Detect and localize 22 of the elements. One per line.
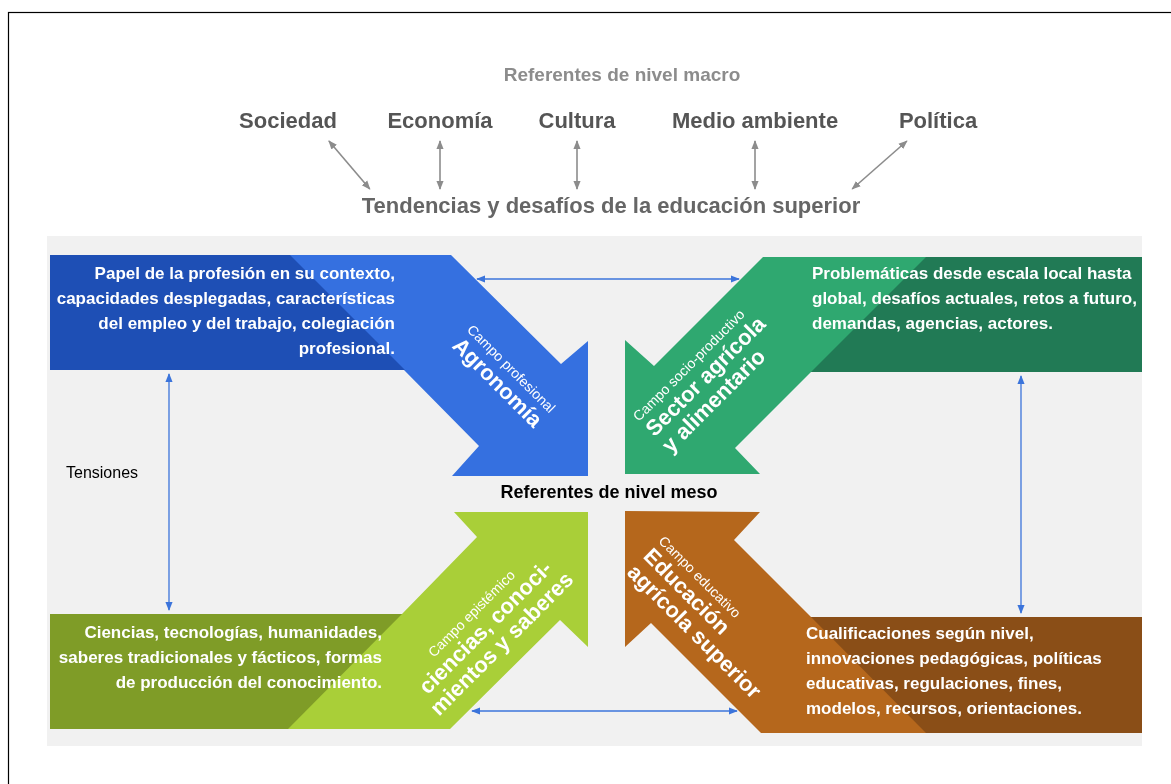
- double-arrow: [328, 140, 371, 190]
- macro-referent-label: Economía: [387, 108, 493, 134]
- macro-referent-label: Cultura: [538, 108, 616, 134]
- double-arrow: [1017, 375, 1025, 614]
- macro-referent-label: Política: [898, 108, 978, 134]
- section-title: Referentes de nivel macro: [503, 64, 741, 86]
- tension-label: Tensiones: [66, 464, 138, 482]
- description-text: Papel de la profesión en su contexto, capacidades desplegadas, características del empleo y del trabajo, colegiación profesional.: [55, 263, 395, 360]
- description-text: Cualificaciones según nivel, innovaciones pedagógicas, políticas educativas, regulaciones, fines, modelos, recursos, orientaciones.: [806, 623, 1103, 720]
- double-arrow: [573, 140, 581, 190]
- description-text: Ciencias, tecnologías, humanidades, saberes tradicionales y fácticos, formas de producción del conocimiento.: [57, 622, 382, 694]
- double-arrow: [476, 275, 740, 283]
- macro-referent-label: Medio ambiente: [671, 108, 839, 134]
- double-arrow: [436, 140, 444, 190]
- center-label: Referentes de nivel meso: [500, 481, 718, 503]
- description-text: Problemáticas desde escala local hasta global, desafíos actuales, retos a futuro, demandas, agencias, actores.: [812, 263, 1138, 335]
- macro-referent-label: Sociedad: [239, 108, 337, 134]
- double-arrow: [751, 140, 759, 190]
- double-arrow: [851, 140, 908, 190]
- double-arrow: [471, 707, 738, 715]
- heading-label: Tendencias y desafíos de la educación superior: [361, 193, 861, 219]
- double-arrow: [165, 373, 173, 611]
